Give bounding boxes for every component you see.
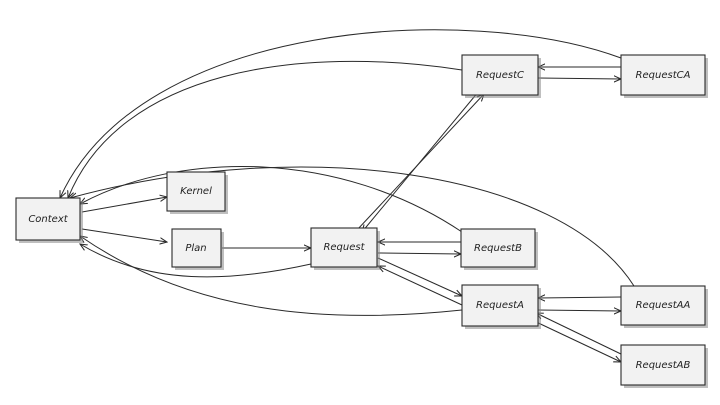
- node-requestb-label: RequestB: [474, 243, 522, 254]
- edge-requestb-context: [80, 166, 463, 233]
- edge-request-requesta: [377, 257, 462, 296]
- node-context-label: Context: [28, 214, 68, 225]
- edge-requestc-context: [68, 60, 463, 198]
- edge-requesta-requestab: [531, 319, 621, 362]
- node-requestc[interactable]: RequestC: [461, 54, 541, 98]
- node-requestaa-label: RequestAA: [636, 300, 691, 311]
- edge-request-requestb: [377, 253, 461, 254]
- node-requestca-label: RequestCA: [636, 70, 691, 81]
- edges: [60, 29, 635, 362]
- node-plan[interactable]: Plan: [171, 228, 224, 270]
- node-requestca[interactable]: RequestCA: [620, 54, 708, 98]
- edge-requestc-request: [362, 90, 480, 232]
- edge-requestab-requesta: [536, 313, 624, 356]
- edge-context-kernel: [81, 197, 167, 213]
- node-request-label: Request: [323, 242, 365, 253]
- edge-context-plan: [81, 228, 167, 242]
- node-plan-label: Plan: [185, 243, 206, 254]
- node-requestc-label: RequestC: [476, 70, 524, 81]
- edge-requestca-context: [60, 29, 622, 198]
- edge-request-context: [80, 244, 312, 278]
- node-kernel-label: Kernel: [180, 186, 212, 197]
- edge-requesta-request: [378, 266, 463, 306]
- edge-requesta-requestaa: [537, 310, 621, 311]
- node-requesta-label: RequestA: [476, 300, 524, 311]
- node-requestab-label: RequestAB: [636, 360, 691, 371]
- node-requesta[interactable]: RequestA: [461, 284, 541, 329]
- node-request[interactable]: Request: [310, 227, 380, 270]
- node-kernel[interactable]: Kernel: [166, 171, 228, 214]
- edge-requestc-requestca: [537, 78, 621, 79]
- node-requestaa[interactable]: RequestAA: [620, 285, 708, 328]
- node-requestab[interactable]: RequestAB: [620, 344, 708, 388]
- edge-requesta-context: [80, 236, 463, 316]
- node-context[interactable]: Context: [15, 197, 83, 243]
- node-requestb[interactable]: RequestB: [460, 228, 538, 270]
- edge-requestaa-requesta: [538, 297, 622, 298]
